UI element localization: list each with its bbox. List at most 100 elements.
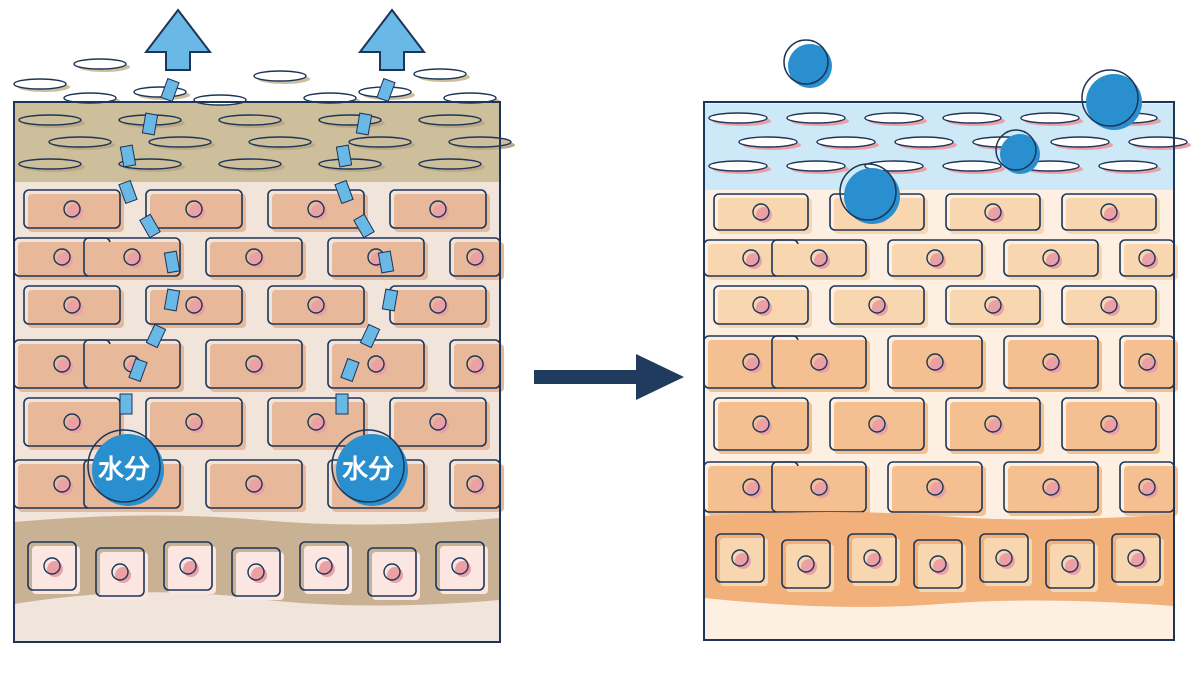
dry-basal-cells [27, 541, 488, 600]
skin-cell [23, 397, 124, 450]
basal-cell [435, 541, 488, 594]
water-droplet-icon [839, 163, 900, 224]
keratin-flake [942, 112, 1005, 126]
lifted-keratin-flakes [13, 58, 500, 108]
healthy-skin-frame [703, 101, 1175, 641]
moisture-dash [381, 288, 399, 312]
basal-cell [299, 541, 352, 594]
keratin-flake [816, 136, 879, 150]
moisture-dash [160, 77, 180, 103]
skin-cell [771, 335, 870, 392]
skin-cell [449, 339, 504, 392]
skin-cell [389, 397, 490, 450]
keratin-flake [894, 136, 957, 150]
basal-cell [847, 533, 900, 586]
keratin-flake [1128, 136, 1191, 150]
keratin-flake [708, 160, 771, 174]
keratin-flake [942, 160, 1005, 174]
basal-cell [367, 547, 420, 600]
skin-cell [771, 461, 870, 516]
keratin-flake [348, 136, 415, 150]
moisture-dash [119, 144, 137, 168]
moisture-dash [376, 77, 396, 103]
keratin-flake [418, 114, 485, 128]
moisture-dash [141, 112, 159, 136]
keratin-flake [13, 78, 70, 92]
keratin-flake [786, 112, 849, 126]
keratin-flake [18, 158, 85, 172]
keratin-flake [48, 136, 115, 150]
keratin-flake [864, 112, 927, 126]
skin-cell [887, 461, 986, 516]
skin-cell [713, 193, 812, 234]
transition-arrow-icon [534, 354, 684, 400]
skin-cell [389, 285, 490, 328]
moisture-dash [359, 323, 381, 349]
skin-cell [267, 189, 368, 232]
basal-cell [979, 533, 1032, 586]
moisture-dash [145, 323, 167, 349]
skin-cell [713, 285, 812, 328]
skin-cell [945, 193, 1044, 234]
moisture-escape-arrow-icon [357, 8, 427, 71]
keratin-flake [1098, 160, 1161, 174]
moisture-dash [355, 112, 373, 136]
skin-cell [327, 237, 428, 280]
skin-cell [1119, 239, 1178, 280]
skin-cell [83, 237, 184, 280]
keratin-flake [218, 114, 285, 128]
skin-cell [1061, 285, 1160, 328]
moisture-dash [335, 393, 349, 415]
moisture-dash [353, 213, 375, 239]
skin-cell [771, 239, 870, 280]
keratin-flake [1020, 112, 1083, 126]
skin-cell [945, 285, 1044, 328]
keratin-flake [148, 136, 215, 150]
keratin-flake [18, 114, 85, 128]
basal-cell [781, 539, 834, 592]
basal-cell [1045, 539, 1098, 592]
moisture-dash [118, 179, 138, 205]
keratin-flake [253, 70, 310, 84]
keratin-flake [1050, 136, 1113, 150]
basal-cell [913, 539, 966, 592]
skin-cell [145, 189, 246, 232]
moisture-dash [139, 213, 161, 239]
moisture-escape-path [118, 77, 399, 415]
water-droplet-icon [995, 129, 1040, 174]
skin-cell [205, 459, 306, 512]
healthy-basal-cells [715, 533, 1164, 592]
skin-cell [945, 397, 1044, 454]
basal-cell [715, 533, 768, 586]
skin-cell [205, 237, 306, 280]
skin-cell [1119, 335, 1178, 392]
skin-cell [267, 285, 368, 328]
moisture-dash [163, 250, 181, 274]
keratin-flake [73, 58, 130, 72]
skin-cell [1003, 335, 1102, 392]
skin-cell [1003, 461, 1102, 516]
keratin-flake [248, 136, 315, 150]
basal-cell [27, 541, 80, 594]
skin-cell [1061, 397, 1160, 454]
skin-cell [145, 285, 246, 328]
skin-cell [829, 397, 928, 454]
moisture-escape-arrow-icon [143, 8, 213, 71]
skin-cell [23, 189, 124, 232]
skin-cell [327, 339, 428, 392]
dry-skin-panel: 水分 水分 [13, 8, 515, 643]
keratin-flake [418, 158, 485, 172]
basal-cell [231, 547, 284, 600]
moisture-label: 水分 [342, 455, 394, 485]
skin-cell [449, 459, 504, 512]
keratin-flake [786, 160, 849, 174]
healthy-skin-panel [703, 39, 1191, 641]
skin-cell [449, 237, 504, 280]
skin-cell [23, 285, 124, 328]
skin-cell [145, 397, 246, 450]
basal-cell [95, 547, 148, 600]
keratin-flake [738, 136, 801, 150]
moisture-dash [340, 357, 360, 383]
skin-cell [1061, 193, 1160, 234]
